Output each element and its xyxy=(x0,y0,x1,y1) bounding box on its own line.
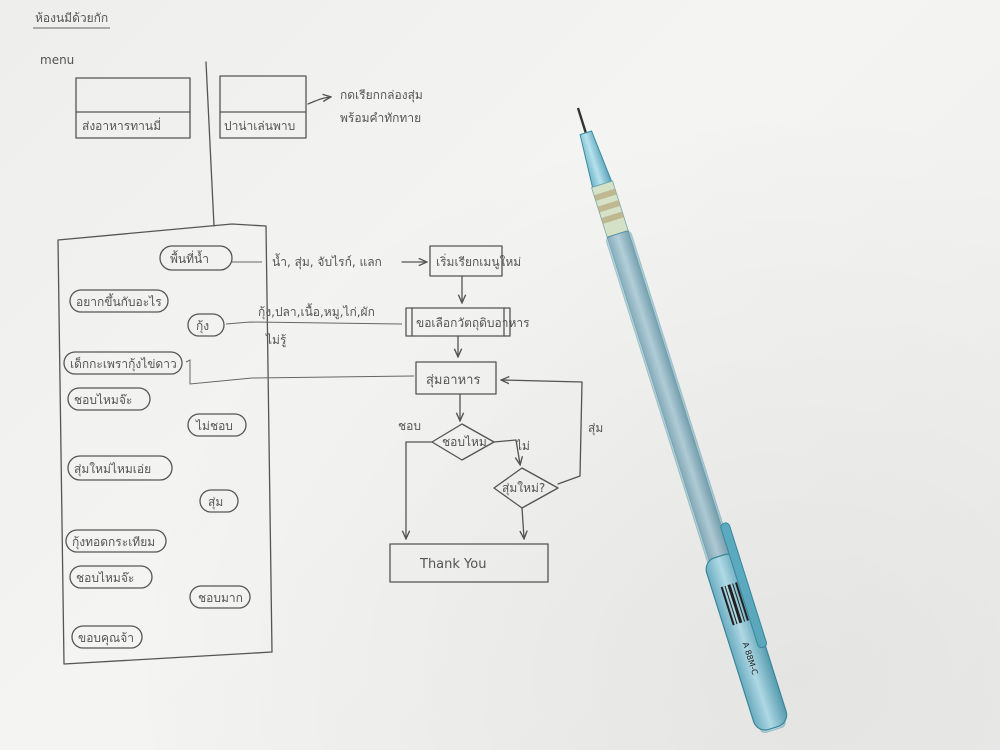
flow-node-like-label: ชอบไหม xyxy=(442,435,487,449)
chat-bubble-random-again-question: สุ่มใหม่ไหมเอ่ย xyxy=(67,455,173,481)
flow-node-end: Thank You xyxy=(389,543,549,583)
chat-bubble-thanks: ขอบคุณจ้า xyxy=(71,625,143,649)
menu-annotation-arrow xyxy=(307,97,330,105)
chat-bubble-shrimp[interactable]: กุ้ง xyxy=(187,313,225,337)
connector-shrimp xyxy=(225,321,403,325)
menu-annotation-line-2: พร้อมคำทักทาย xyxy=(340,111,421,125)
chat-bubble-ask-ingredient: อยากขึ้นกับอะไร xyxy=(69,289,169,313)
chat-bubble-water[interactable]: พื้นที่น้ำ xyxy=(159,245,233,271)
flow-node-ask-label: ขอเลือกวัตถุดิบอาหาร xyxy=(416,316,530,331)
chat-frame xyxy=(57,223,273,665)
flow-node-again: สุ่มใหม่? xyxy=(493,467,559,509)
chat-bubble-like-question-1: ชอบไหมจ๊ะ xyxy=(67,387,151,411)
arrow-like-no xyxy=(493,439,520,464)
arrow-again-to-end xyxy=(522,507,524,538)
chat-bubble-thanks-label: ขอบคุณจ้า xyxy=(78,631,134,646)
options-line-2: กุ้ง,ปลา,เนื้อ,หมู,ไก่,ผัก xyxy=(258,303,375,320)
menu-button-food[interactable]: ส่งอาหารทานมี่ xyxy=(75,77,191,139)
menu-button-play[interactable]: ปาน่าเล่นพาบ xyxy=(219,75,307,139)
chat-bubble-like-question-2: ชอบไหมจ๊ะ xyxy=(69,565,153,589)
flow-node-ask: ขอเลือกวัตถุดิบอาหาร xyxy=(405,307,530,337)
flow-label-yes: ชอบ xyxy=(398,419,421,433)
chat-bubble-random-label: สุ่ม xyxy=(208,495,223,510)
flow-node-start-label: เริ่มเรียกเมนูใหม่ xyxy=(436,253,521,270)
flow-label-no: ไม่ xyxy=(515,439,530,453)
chat-bubble-ask-ingredient-label: อยากขึ้นกับอะไร xyxy=(76,293,162,309)
chat-bubble-water-label: พื้นที่น้ำ xyxy=(170,250,209,266)
chat-bubble-dislike[interactable]: ไม่ชอบ xyxy=(187,413,247,437)
flow-label-random: สุ่ม xyxy=(588,421,603,436)
pencil-barcode xyxy=(720,582,749,626)
menu-button-food-label: ส่งอาหารทานมี่ xyxy=(82,117,161,133)
menu-annotation-line-1: กดเรียกกล่องสุ่ม xyxy=(340,88,423,103)
chat-bubble-dislike-label: ไม่ชอบ xyxy=(195,419,233,433)
chat-bubble-shrimp-label: กุ้ง xyxy=(196,319,209,334)
mechanical-pencil: A 88M-C xyxy=(576,107,788,733)
chat-bubble-random-again-question-label: สุ่มใหม่ไหมเอ่ย xyxy=(74,462,151,477)
chat-bubble-like-a-lot-label: ชอบมาก xyxy=(198,591,243,605)
menu-divider xyxy=(205,61,215,227)
arrow-again-loop xyxy=(502,380,583,485)
menu-label: menu xyxy=(40,53,74,67)
chat-bubble-random[interactable]: สุ่ม xyxy=(199,489,239,513)
flow-node-like: ชอบไหม xyxy=(431,423,495,461)
chat-bubble-like-question-1-label: ชอบไหมจ๊ะ xyxy=(74,393,132,407)
flow-node-again-label: สุ่มใหม่? xyxy=(502,481,545,496)
flow-node-end-label: Thank You xyxy=(419,557,486,572)
chat-bubble-dish-1-label: เด็กกะเพรากุ้งไข่ดาว xyxy=(70,356,177,372)
page-title: ห้องนมีด้วยกัก xyxy=(35,11,108,25)
flow-node-random: สุ่มอาหาร xyxy=(415,361,497,395)
options-line-1: น้ำ, สุ่ม, จับไรก์, แลก xyxy=(272,253,382,270)
chat-bubble-like-a-lot[interactable]: ชอบมาก xyxy=(189,585,251,609)
menu-button-play-label: ปาน่าเล่นพาบ xyxy=(224,119,295,133)
flow-node-start: เริ่มเรียกเมนูใหม่ xyxy=(429,245,521,277)
chat-bubble-dish-2: กุ้งทอดกระเทียม xyxy=(65,529,167,553)
flow-node-random-label: สุ่มอาหาร xyxy=(426,373,480,388)
connector-dish xyxy=(185,359,415,385)
chat-bubble-like-question-2-label: ชอบไหมจ๊ะ xyxy=(76,571,134,585)
chat-bubble-dish-1: เด็กกะเพรากุ้งไข่ดาว xyxy=(63,351,183,375)
chat-bubble-dish-2-label: กุ้งทอดกระเทียม xyxy=(72,535,155,550)
arrow-like-yes xyxy=(406,441,433,538)
options-line-3: ไม่รู้ xyxy=(265,333,287,348)
